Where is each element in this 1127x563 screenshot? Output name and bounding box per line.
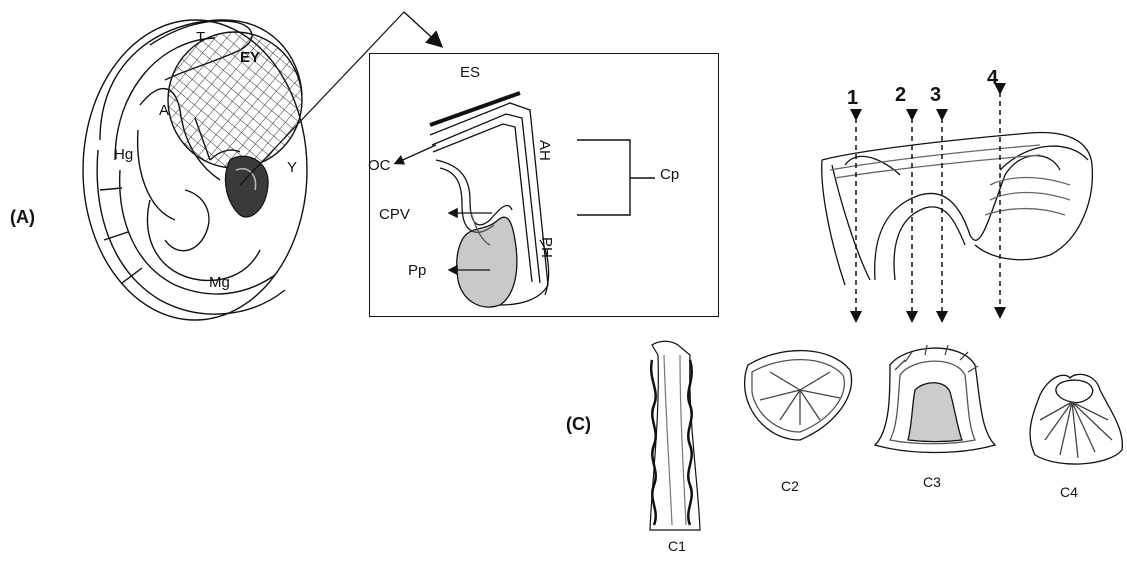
label-ey: EY [240, 49, 260, 66]
label-oc: OC [368, 157, 391, 174]
label-cp: Cp [660, 166, 679, 183]
label-cpv: CPV [379, 206, 410, 223]
cross-section-c2 [745, 351, 852, 440]
cross-section-c4 [1030, 374, 1122, 464]
section-number-1: 1 [847, 87, 858, 110]
section-number-4: 4 [987, 67, 998, 90]
label-pp: Pp [408, 262, 426, 279]
egg-yolk-hatched [168, 32, 302, 168]
pituitary-inset-drawing [396, 93, 655, 307]
label-ph: PH [538, 237, 555, 258]
caption-c4: C4 [1060, 484, 1078, 500]
section-lines [856, 92, 1000, 320]
label-hg: Hg [114, 146, 133, 163]
caption-c1: C1 [668, 538, 686, 554]
section-number-2: 2 [895, 84, 906, 107]
es-bar [430, 93, 520, 125]
section-number-3: 3 [930, 84, 941, 107]
inset-pointer-arrow [404, 12, 440, 45]
head-section-drawing [822, 132, 1093, 285]
label-y: Y [287, 159, 297, 176]
label-t: T [196, 29, 205, 46]
cross-section-c3 [875, 345, 995, 453]
label-ah: AH [536, 140, 553, 161]
label-a: A [159, 102, 169, 119]
caption-c2: C2 [781, 478, 799, 494]
caption-c3: C3 [923, 474, 941, 490]
panel-c-label: (C) [566, 414, 591, 435]
pituitary-region [225, 156, 268, 217]
cross-section-c1 [650, 341, 700, 530]
label-es: ES [460, 64, 480, 81]
label-mg: Mg [209, 274, 230, 291]
